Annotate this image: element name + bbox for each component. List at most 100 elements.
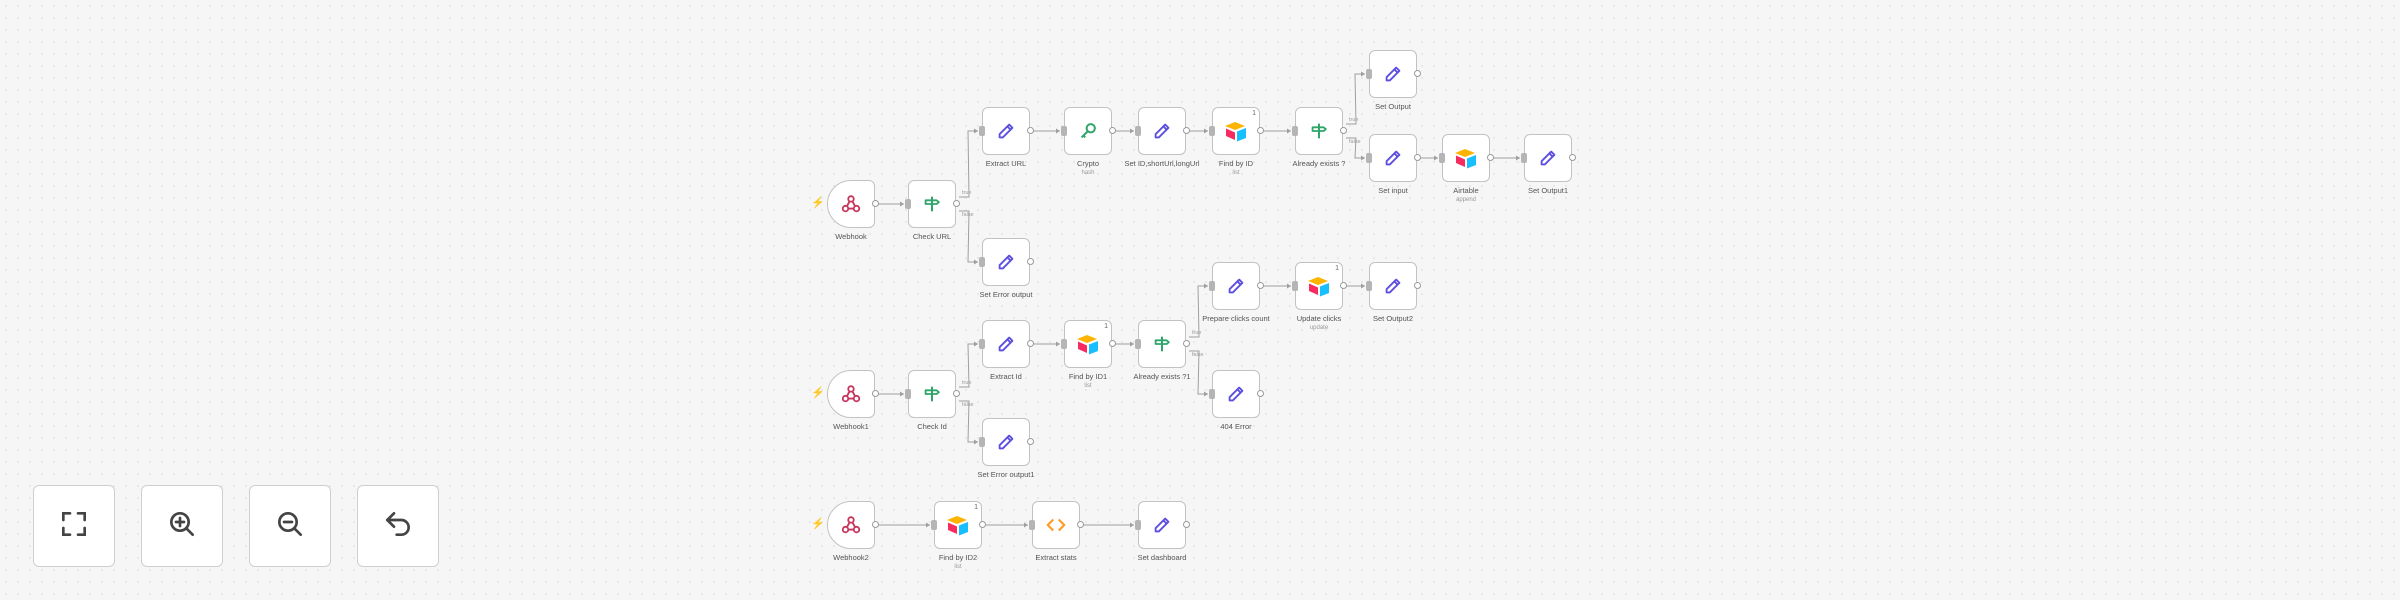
output-port[interactable] xyxy=(953,390,960,397)
output-port[interactable] xyxy=(1340,282,1347,289)
node-airtable[interactable] xyxy=(1439,134,1494,182)
node-set-error-output1[interactable] xyxy=(979,418,1034,466)
connection-line[interactable] xyxy=(959,210,978,263)
node-find-by-id1[interactable]: 1 xyxy=(1061,320,1116,368)
node-set-input[interactable] xyxy=(1366,134,1421,182)
node-already-exists1[interactable] xyxy=(1135,320,1190,368)
output-port[interactable] xyxy=(872,521,879,528)
node-find-by-id[interactable]: 1 xyxy=(1209,107,1264,155)
node-set-id[interactable] xyxy=(1135,107,1190,155)
output-port[interactable] xyxy=(1414,282,1421,289)
node-webhook[interactable] xyxy=(827,180,879,228)
node-prepare-clicks[interactable] xyxy=(1209,262,1264,310)
airtable-icon xyxy=(1454,147,1478,169)
connection-line[interactable] xyxy=(1346,137,1365,159)
output-port[interactable] xyxy=(1027,127,1034,134)
output-port[interactable] xyxy=(1077,521,1084,528)
node-already-exists[interactable] xyxy=(1292,107,1347,155)
node-label: Set Output1 xyxy=(1527,186,1569,195)
output-port[interactable] xyxy=(1414,70,1421,77)
input-port[interactable] xyxy=(1209,389,1215,399)
output-port[interactable] xyxy=(1569,154,1576,161)
output-port[interactable] xyxy=(1183,340,1190,347)
node-extract-stats[interactable] xyxy=(1029,501,1084,549)
input-port[interactable] xyxy=(1366,281,1372,291)
node-set-output1[interactable] xyxy=(1521,134,1576,182)
output-port[interactable] xyxy=(1487,154,1494,161)
output-port[interactable] xyxy=(1183,521,1190,528)
node-webhook2[interactable] xyxy=(827,501,879,549)
output-port[interactable] xyxy=(1027,258,1034,265)
fit-view-button[interactable] xyxy=(33,485,115,567)
input-port[interactable] xyxy=(1366,69,1372,79)
connection-line[interactable] xyxy=(1189,285,1208,338)
node-set-output2[interactable] xyxy=(1366,262,1421,310)
undo-button[interactable] xyxy=(357,485,439,567)
output-port[interactable] xyxy=(1027,340,1034,347)
node-label: Check Id xyxy=(917,422,947,431)
connection-line[interactable] xyxy=(959,130,978,198)
input-port[interactable] xyxy=(979,437,985,447)
node-find-by-id2[interactable]: 1 xyxy=(931,501,986,549)
zoom-out-button[interactable] xyxy=(249,485,331,567)
airtable-icon xyxy=(1224,120,1248,142)
node-crypto[interactable] xyxy=(1061,107,1116,155)
input-port[interactable] xyxy=(1209,281,1215,291)
output-port[interactable] xyxy=(872,390,879,397)
output-port[interactable] xyxy=(1257,282,1264,289)
output-port[interactable] xyxy=(1109,127,1116,134)
input-port[interactable] xyxy=(979,257,985,267)
connection-arrow xyxy=(1056,341,1060,347)
input-port[interactable] xyxy=(1061,126,1067,136)
node-extract-url[interactable] xyxy=(979,107,1034,155)
node-webhook1[interactable] xyxy=(827,370,879,418)
connection-line[interactable] xyxy=(1346,73,1365,125)
connection-arrow xyxy=(1361,155,1365,161)
item-count-badge: 1 xyxy=(1335,265,1339,272)
connection-line[interactable] xyxy=(959,400,978,443)
input-port[interactable] xyxy=(1135,520,1141,530)
node-set-dashboard[interactable] xyxy=(1135,501,1190,549)
input-port[interactable] xyxy=(979,339,985,349)
input-port[interactable] xyxy=(1135,339,1141,349)
input-port[interactable] xyxy=(979,126,985,136)
zoom-in-button[interactable] xyxy=(141,485,223,567)
input-port[interactable] xyxy=(905,389,911,399)
if-icon xyxy=(1308,120,1330,142)
output-port[interactable] xyxy=(872,200,879,207)
input-port[interactable] xyxy=(1209,126,1215,136)
input-port[interactable] xyxy=(1292,126,1298,136)
output-port[interactable] xyxy=(1257,127,1264,134)
node-check-id[interactable] xyxy=(905,370,960,418)
input-port[interactable] xyxy=(1029,520,1035,530)
output-port[interactable] xyxy=(1414,154,1421,161)
output-port[interactable] xyxy=(1183,127,1190,134)
undo-icon xyxy=(382,508,414,545)
input-port[interactable] xyxy=(1439,153,1445,163)
node-update-clicks[interactable]: 1 xyxy=(1292,262,1347,310)
input-port[interactable] xyxy=(1135,126,1141,136)
input-port[interactable] xyxy=(1366,153,1372,163)
input-port[interactable] xyxy=(905,199,911,209)
output-port[interactable] xyxy=(1109,340,1116,347)
node-set-output[interactable] xyxy=(1366,50,1421,98)
input-port[interactable] xyxy=(1521,153,1527,163)
connection-arrow xyxy=(1361,71,1365,77)
node-label: Extract Id xyxy=(990,372,1022,381)
connection-line[interactable] xyxy=(1189,350,1208,395)
node-extract-id[interactable] xyxy=(979,320,1034,368)
output-port[interactable] xyxy=(953,200,960,207)
output-port[interactable] xyxy=(1027,438,1034,445)
connection-line[interactable] xyxy=(959,343,978,388)
output-port[interactable] xyxy=(979,521,986,528)
node-set-error-output[interactable] xyxy=(979,238,1034,286)
output-port[interactable] xyxy=(1340,127,1347,134)
edit-icon xyxy=(995,431,1017,453)
input-port[interactable] xyxy=(1292,281,1298,291)
input-port[interactable] xyxy=(1061,339,1067,349)
node-error-404[interactable] xyxy=(1209,370,1264,418)
node-check-url[interactable] xyxy=(905,180,960,228)
input-port[interactable] xyxy=(931,520,937,530)
output-port[interactable] xyxy=(1257,390,1264,397)
